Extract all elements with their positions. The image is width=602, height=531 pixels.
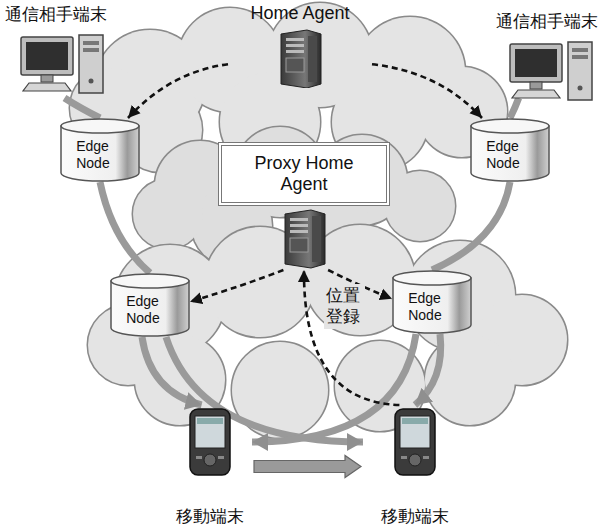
handheld-icon bbox=[188, 407, 232, 477]
terminal-node: 通信相手端末 bbox=[5, 3, 124, 98]
edge-node-cylinder: Edge Node bbox=[392, 270, 472, 334]
edge-node-label-box: Edge Node bbox=[60, 128, 140, 182]
traffic-line bbox=[432, 182, 510, 270]
server-icon bbox=[281, 208, 327, 270]
control-arrow bbox=[372, 64, 482, 118]
node-label: 移動端末 bbox=[168, 505, 252, 528]
move-arrow bbox=[254, 456, 361, 478]
edge-label: 位置 登録 bbox=[324, 284, 365, 329]
edge-node-label-box: Edge Node bbox=[392, 280, 472, 334]
node-label: Edge Node bbox=[486, 138, 534, 172]
control-arrow bbox=[304, 270, 399, 405]
edge-node-cylinder: Edge Node bbox=[110, 273, 190, 337]
traffic-line bbox=[252, 334, 416, 442]
traffic-line bbox=[100, 182, 150, 273]
node-label: Proxy Home Agent bbox=[241, 153, 367, 194]
traffic-line bbox=[65, 98, 101, 118]
node-label: 移動端末 bbox=[363, 505, 467, 528]
edge-node-label-box: Edge Node bbox=[110, 283, 190, 337]
terminal-node: 通信相手端末 bbox=[476, 10, 598, 98]
traffic-line bbox=[510, 98, 519, 118]
traffic-line bbox=[415, 334, 441, 405]
node-label: Home Agent bbox=[228, 3, 372, 24]
control-arrow bbox=[128, 64, 228, 118]
proxy-box: Proxy Home Agent bbox=[218, 142, 390, 206]
server-icon bbox=[277, 28, 323, 88]
proxy-node: Proxy Home Agent bbox=[218, 142, 390, 270]
node-label: 通信相手端末 bbox=[5, 3, 124, 26]
mobile-node: 移動端末 bbox=[168, 405, 252, 528]
computer-icon bbox=[508, 40, 596, 102]
home-agent-node: Home Agent bbox=[228, 3, 372, 88]
control-arrow bbox=[190, 270, 283, 302]
edge-node-label-box: Edge Node bbox=[470, 128, 550, 182]
edge-node-cylinder: Edge Node bbox=[60, 118, 140, 182]
mobile-node: 移動端末 bbox=[363, 405, 467, 528]
node-label: Edge Node bbox=[408, 290, 456, 324]
node-label: Edge Node bbox=[76, 138, 124, 172]
computer-icon bbox=[19, 33, 107, 95]
handheld-icon bbox=[393, 407, 437, 477]
node-label: 通信相手端末 bbox=[476, 10, 598, 33]
edge-node-cylinder: Edge Node bbox=[470, 118, 550, 182]
node-label: Edge Node bbox=[126, 293, 174, 327]
